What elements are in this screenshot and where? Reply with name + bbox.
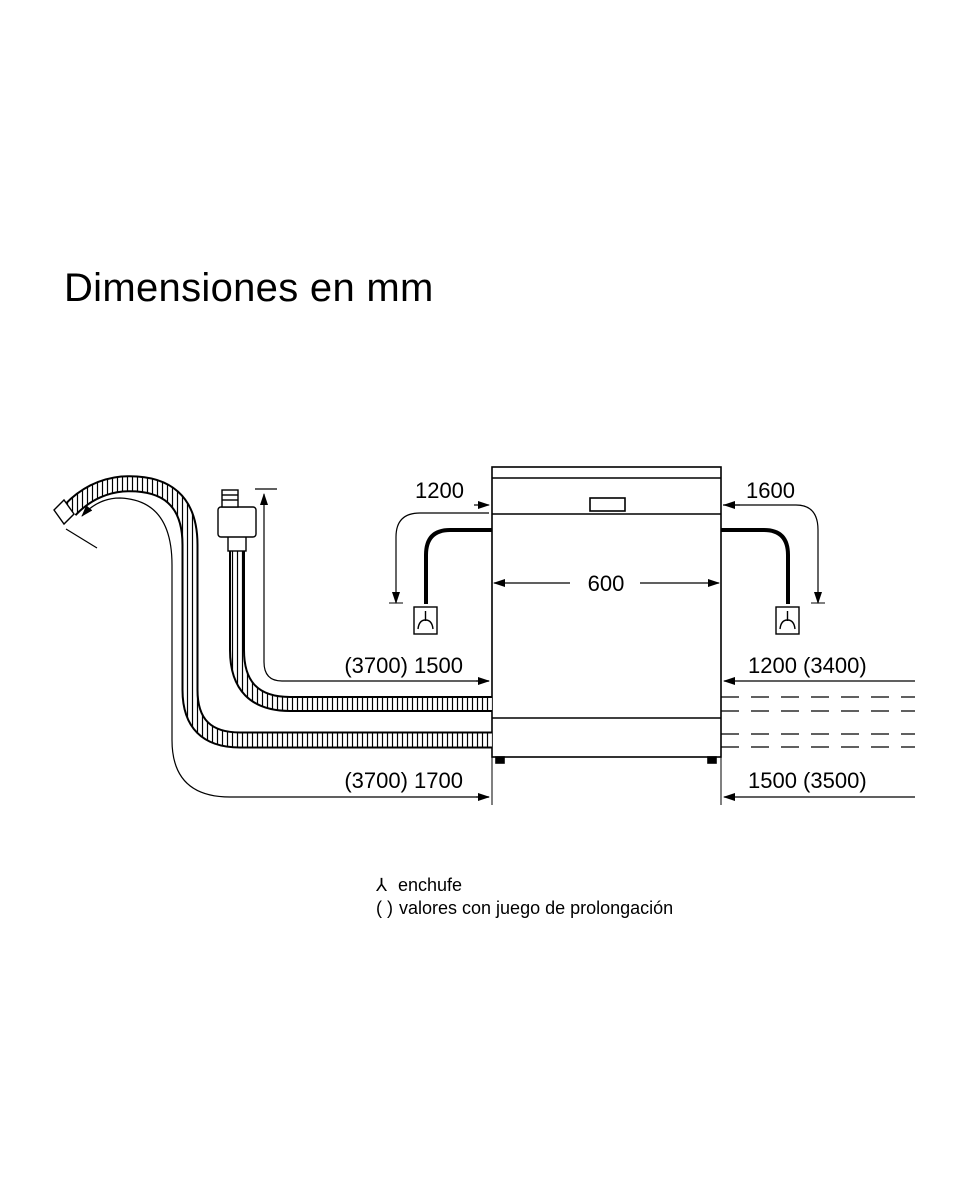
legend-plug-label: enchufe — [398, 875, 463, 895]
bottom-left-dimension: (3700) 1700 — [344, 768, 463, 793]
inlet-dimension — [65, 497, 490, 801]
right-dimension-lines — [723, 677, 915, 801]
inlet-connector — [53, 498, 75, 526]
plug-icon: ⅄ — [376, 875, 387, 895]
plug-socket-icon — [775, 606, 800, 635]
legend-parens-symbol: ( ) — [376, 898, 393, 918]
drain-connector — [217, 489, 257, 552]
dishwasher — [491, 466, 722, 764]
right-dashed-lines — [721, 696, 915, 748]
legend-parens: ( ) valores con juego de prolongación — [376, 897, 673, 920]
width-label: 600 — [588, 571, 625, 596]
top-right-dimension: 1600 — [746, 478, 795, 503]
top-left-dimension: 1200 — [415, 478, 464, 503]
legend-parens-label: valores con juego de prolongación — [399, 898, 674, 918]
bottom-right-dimension: 1500 (3500) — [748, 768, 867, 793]
legend-plug: ⅄ enchufe — [376, 874, 673, 897]
drain-hose — [229, 550, 492, 712]
right-power-cable — [721, 504, 825, 604]
mid-right-dimension: 1200 (3400) — [748, 653, 867, 678]
extension-lines — [491, 757, 722, 805]
inlet-hose — [63, 475, 492, 749]
legend: ⅄ enchufe ( ) valores con juego de prolo… — [376, 874, 673, 920]
left-power-cable — [389, 512, 492, 604]
plug-socket-icon — [413, 606, 438, 635]
page-title: Dimensiones en mm — [64, 266, 434, 310]
mid-left-dimension: (3700) 1500 — [344, 653, 463, 678]
drain-dimension — [255, 488, 490, 685]
